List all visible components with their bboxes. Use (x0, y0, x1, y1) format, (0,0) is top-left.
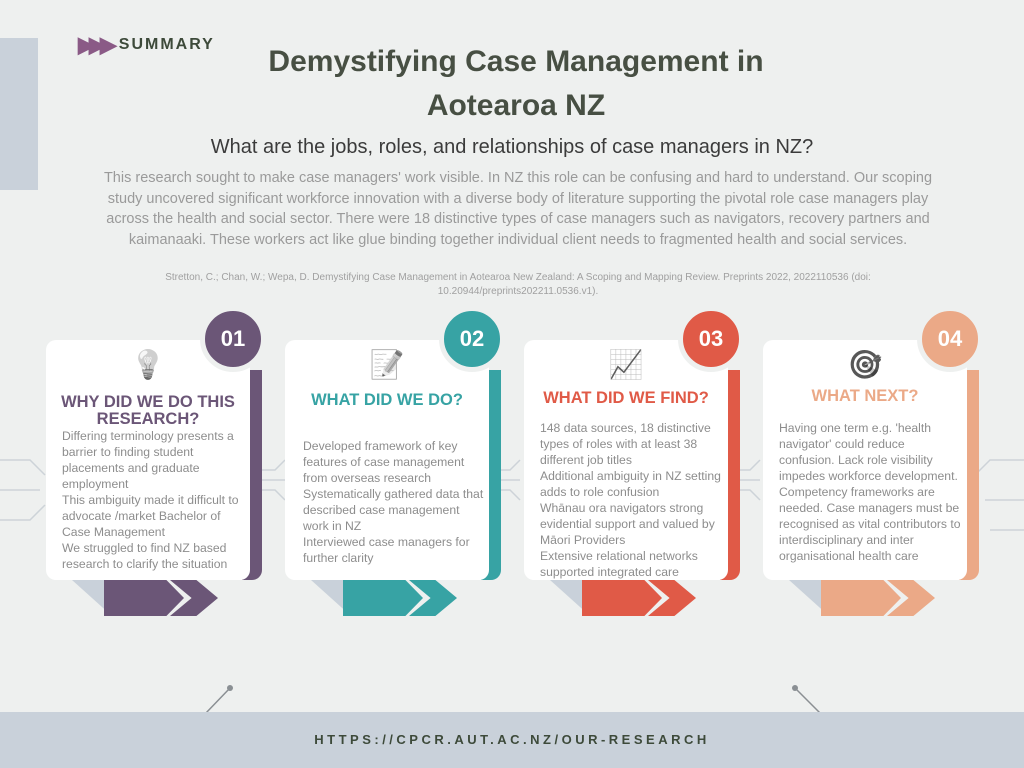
card-body (46, 340, 250, 580)
page-title: Demystifying Case Management in Aotearoa… (268, 45, 764, 122)
intro-paragraph: This research sought to make case manage… (103, 170, 933, 248)
card-line: Having one term e.g. 'health navigator' … (779, 421, 961, 563)
card-line: Systematically gathered data that descri… (303, 487, 484, 533)
step-number: 03 (678, 306, 744, 372)
card-heading: WHY DID WE DO THIS RESEARCH? (61, 393, 235, 428)
card-line: Developed framework of key features of c… (303, 439, 465, 485)
card-heading: WHAT DID WE DO? (311, 391, 463, 409)
page-subtitle: What are the jobs, roles, and relationsh… (210, 136, 814, 158)
card-line: Differing terminology presents a barrier… (62, 429, 234, 491)
card-line: Interviewed case managers for further cl… (303, 535, 470, 565)
card-04: 04 🎯 WHAT NEXT? Having one term e.g. 'he… (763, 306, 983, 582)
step-number: 04 (917, 306, 983, 372)
footer-url[interactable]: HTTPS://CPCR.AUT.AC.NZ/OUR-RESEARCH (0, 712, 1024, 768)
chevron-arrow-icon (550, 580, 702, 616)
card-text: Having one term e.g. 'health navigator' … (779, 420, 963, 564)
card-03: 03 📈 WHAT DID WE FIND? 148 data sources,… (524, 306, 744, 582)
card-text: 148 data sources, 18 distinctive types o… (540, 420, 724, 580)
decorative-bar (0, 38, 38, 190)
card-body (763, 340, 967, 580)
chevron-arrow-icon (72, 580, 224, 616)
card-line: Additional ambiguity in NZ setting adds … (540, 469, 721, 499)
card-line: This ambiguity made it difficult to advo… (62, 493, 239, 539)
card-text: Developed framework of key features of c… (303, 438, 487, 566)
citation: Stretton, C.; Chan, W.; Wepa, D. Demysti… (165, 272, 871, 297)
card-01: 01 💡 WHY DID WE DO THIS RESEARCH? Differ… (46, 306, 266, 582)
card-02: 02 📝 WHAT DID WE DO? Developed framework… (285, 306, 505, 582)
card-line: 148 data sources, 18 distinctive types o… (540, 421, 711, 467)
summary-label: SUMMARY (118, 36, 215, 53)
chevrons-icon: ▶▶▶ (78, 32, 117, 57)
card-line: Whānau ora navigators strong evidential … (540, 501, 715, 547)
card-body (285, 340, 489, 580)
notepad-icon: 📝 (369, 349, 405, 380)
chevron-arrow-icon (789, 580, 941, 616)
step-number: 02 (439, 306, 505, 372)
card-heading: WHAT DID WE FIND? (543, 389, 709, 407)
card-body (524, 340, 728, 580)
chevron-arrow-icon (311, 580, 463, 616)
card-line: Extensive relational networks supported … (540, 549, 698, 579)
target-icon: 🎯 (847, 349, 883, 380)
card-heading: WHAT NEXT? (811, 387, 919, 405)
bar-chart-icon: 📈 (608, 349, 644, 380)
lightbulb-icon: 💡 (130, 349, 166, 380)
step-number: 01 (200, 306, 266, 372)
card-line: We struggled to find NZ based research t… (62, 541, 228, 571)
card-text: Differing terminology presents a barrier… (62, 428, 246, 572)
summary-badge: ▶▶▶ SUMMARY (78, 32, 215, 58)
